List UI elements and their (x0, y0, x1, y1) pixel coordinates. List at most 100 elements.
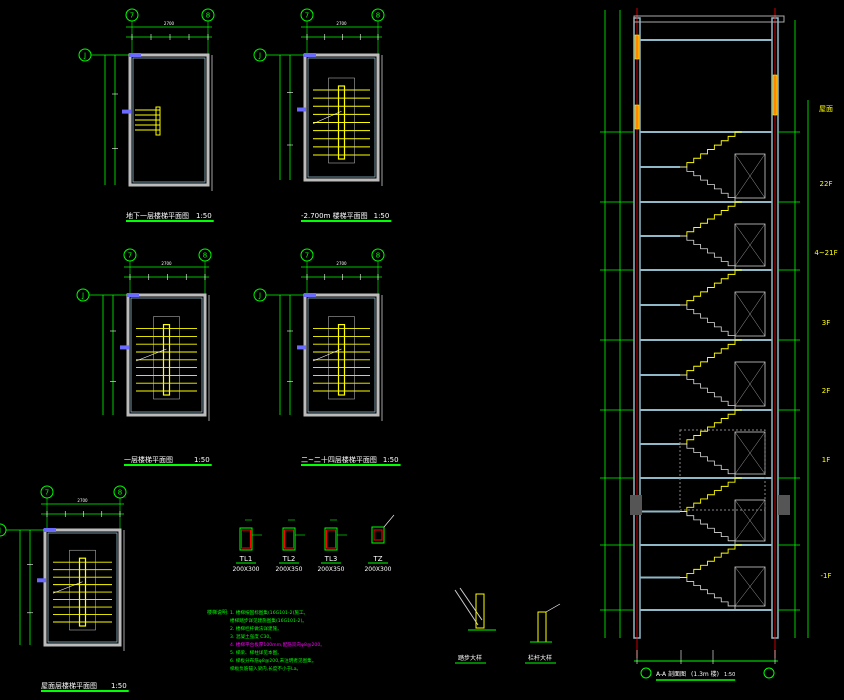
window-marker (122, 109, 131, 114)
grid-axis-label: 8 (206, 12, 210, 20)
notes-line: 5. 梯梁、梯柱详见本图。 (230, 649, 282, 656)
detail-title: 栏杆大样 (528, 654, 552, 662)
row-axis-label: J (258, 52, 261, 60)
column-marker (129, 53, 141, 57)
wall-inner-line (130, 297, 203, 413)
floor-label: 3F (822, 319, 830, 327)
slab-line (454, 589, 479, 626)
notes-line: 3. 混凝土强度 C30。 (230, 633, 274, 640)
row-axis-label: J (83, 52, 86, 60)
shaft-cross (734, 431, 766, 475)
beam-name: TL1 (239, 555, 253, 563)
beam-name: TZ (372, 555, 382, 563)
beam-section-TL1: TL1 200X300 (232, 519, 262, 573)
window-glazing (772, 74, 778, 116)
row-axis-label: J (0, 527, 1, 535)
wall-inner-line (132, 57, 206, 183)
row-axis-label: J (81, 292, 84, 300)
beam-size: 200X350 (275, 566, 302, 573)
beam-outline (324, 527, 338, 551)
floor-label: 2F (822, 387, 830, 395)
stair-flight (680, 339, 742, 376)
section-scale: 1:50 (724, 672, 735, 678)
handrail (337, 324, 346, 396)
grid-axis-label: 8 (118, 489, 122, 497)
stair-well-outline (69, 549, 96, 631)
beam-outline (282, 527, 296, 551)
grid-axis-label: 7 (305, 252, 309, 260)
leader-line (545, 603, 561, 613)
handrail (155, 106, 161, 136)
dimension-text: 2700 (336, 261, 347, 266)
wall-inner-line (47, 532, 118, 643)
section-subtitle: (1.3m 楼) (691, 670, 719, 678)
handrail (162, 324, 171, 396)
handrail (337, 85, 346, 160)
stair-flight-lower (680, 577, 742, 611)
beam-outline (239, 527, 253, 551)
shaft-cross (734, 291, 766, 337)
rebar-cage (241, 529, 251, 549)
dimension-text: 2700 (77, 498, 88, 503)
slab-line (459, 587, 483, 621)
hatched-area (679, 429, 766, 511)
plan-scale: 1:50 (194, 456, 210, 464)
grid-axis-label: 8 (376, 12, 380, 20)
beam-name: TL2 (282, 555, 296, 563)
beam-size: 200X350 (317, 566, 344, 573)
window-marker (37, 578, 46, 583)
stair-wall (303, 293, 380, 417)
shaft-cross (734, 361, 766, 407)
roof-parapet (633, 15, 785, 23)
stair-flight-lower (680, 511, 742, 546)
stair-wall (128, 53, 210, 187)
window-marker (120, 345, 129, 350)
stair-flight (680, 477, 742, 512)
leader-line (383, 514, 395, 528)
shaft-cross (734, 223, 766, 267)
wall-inner-line (307, 297, 376, 413)
wall-inner-line (307, 57, 376, 178)
shaft-opening (734, 153, 766, 199)
dimension-text: 2700 (161, 261, 172, 266)
stair-well-outline (328, 77, 355, 164)
stair-wall (126, 293, 207, 417)
column-marker (304, 53, 316, 57)
window-glazing (634, 104, 640, 130)
floor-label: 屋面 (819, 105, 833, 113)
column-marker (44, 528, 56, 532)
stair-wall (43, 528, 122, 647)
notes-line: 2. 楼梯栏杆做法详建施。 (230, 625, 282, 632)
shaft-opening (734, 223, 766, 267)
column-marker (304, 293, 316, 297)
dimension-text: 2700 (164, 21, 175, 26)
row-axis-label: J (258, 292, 261, 300)
design-notes: 楼梯说明:1. 楼梯按国标图集(16G101-2)施工。 楼梯踏步详见建施图集(… (207, 609, 325, 672)
handrail (78, 557, 87, 627)
plan-scale: 1:50 (374, 212, 390, 220)
grid-axis-label: 7 (128, 252, 132, 260)
shaft-opening (734, 361, 766, 407)
shaft-opening (734, 566, 766, 607)
plan-title: 二~二十四层楼梯平面图 (301, 455, 377, 464)
grid-bubble (640, 667, 652, 679)
window-glazing (634, 34, 640, 60)
foundation-hatch (778, 495, 790, 515)
beam-size: 200X300 (232, 566, 259, 573)
floor-label: -1F (820, 572, 831, 580)
detail-title: 踏步大样 (458, 654, 482, 662)
notes-line: 1. 楼梯按国标图集(16G101-2)施工。 (230, 609, 308, 616)
window-marker (297, 107, 306, 112)
column-outline (371, 526, 385, 544)
plan-title: 屋面层楼梯平面图 (41, 681, 97, 690)
plan-title: 地下一层楼梯平面图 (126, 211, 189, 220)
stair-flight-lower (680, 235, 742, 271)
baluster-post (475, 593, 485, 629)
notes-line: 楼梯踏步详见建施图集(16G101-2)。 (230, 617, 307, 624)
